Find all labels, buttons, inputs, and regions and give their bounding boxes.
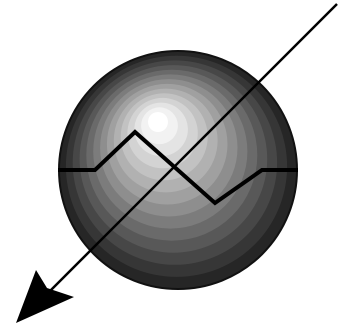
arrow-head bbox=[16, 270, 74, 323]
sphere-band bbox=[148, 112, 168, 132]
